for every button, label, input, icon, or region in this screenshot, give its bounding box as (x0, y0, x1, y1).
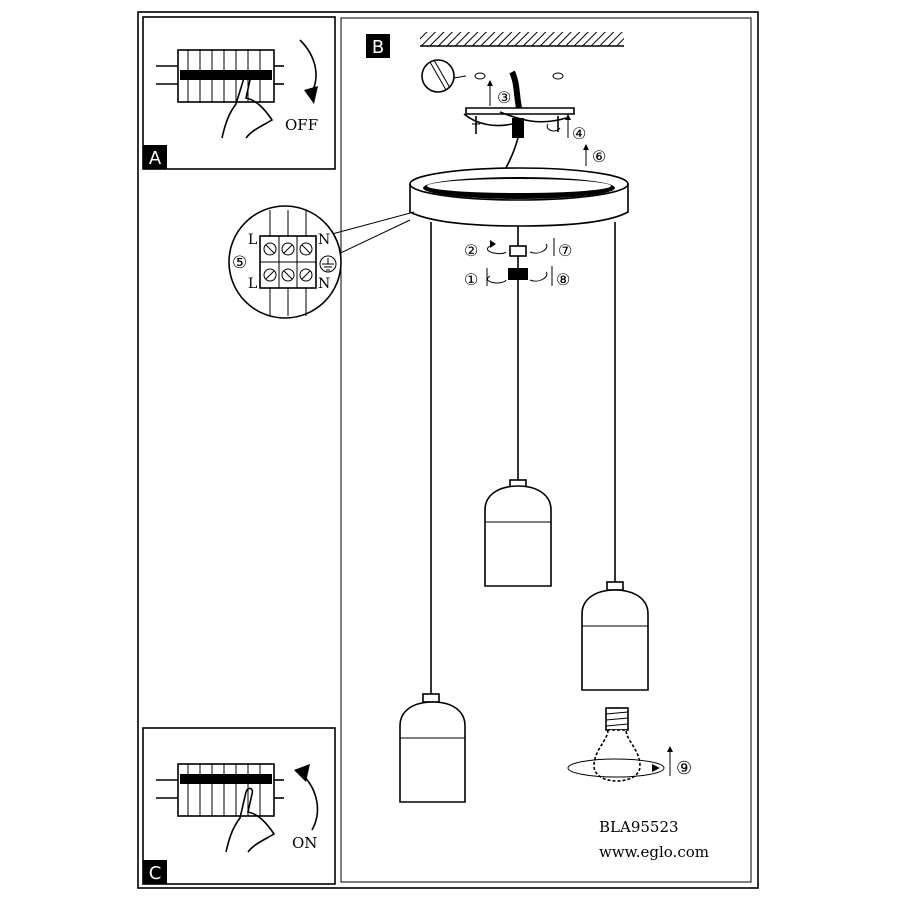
breaker-panel-c (156, 763, 284, 817)
panel-a: A OFF (142, 16, 336, 170)
hand-panel-a (221, 73, 274, 139)
panel-c-label: C (149, 863, 162, 884)
outer-frame (137, 11, 759, 889)
panel-a-label-box (143, 145, 167, 169)
panel-b: B ③ ④ (228, 32, 709, 861)
ceiling-canopy (409, 167, 629, 227)
terminal-n-bottom: N (318, 276, 330, 292)
panel-b-label-box (366, 34, 390, 58)
hand-panel-c (225, 787, 276, 853)
arrow-off (299, 39, 317, 93)
website: www.eglo.com (599, 843, 709, 861)
panel-c-label-box (143, 860, 167, 884)
step-9: ⑨ (676, 758, 692, 779)
panel-b-label: B (372, 37, 384, 58)
terminal-l-top: L (248, 232, 257, 248)
supply-cable (509, 70, 523, 113)
breaker-panel-a (156, 49, 284, 103)
off-label: OFF (285, 116, 318, 134)
cable-grip (508, 245, 528, 280)
terminal-n-top: N (318, 232, 330, 248)
ceiling (420, 32, 624, 46)
terminal-block-detail: L N L N ⑤ (228, 205, 342, 319)
arrow-on (301, 773, 319, 831)
lamp-holder-left (399, 693, 466, 803)
step-7: ⑦ (558, 241, 572, 260)
terminal-l-bottom: L (248, 276, 257, 292)
step-4: ④ (572, 124, 586, 143)
step-5: ⑤ (232, 253, 247, 273)
ground-icon (319, 255, 337, 273)
dowel-screw-icon (421, 59, 564, 93)
step-2: ② (464, 241, 478, 260)
mounting-bracket (463, 107, 575, 138)
step-1: ① (464, 270, 478, 289)
panel-b-frame (340, 17, 752, 883)
panel-a-label: A (149, 148, 162, 169)
light-bulb-icon (567, 707, 665, 782)
model-number: BLA95523 (599, 818, 679, 836)
on-label: ON (292, 834, 317, 852)
step-3: ③ (497, 88, 511, 107)
step-6: ⑥ (592, 147, 606, 166)
lamp-holder-right (581, 581, 649, 691)
lamp-holder-center (484, 479, 552, 587)
panel-c: C ON (142, 727, 336, 885)
step-8: ⑧ (556, 270, 570, 289)
